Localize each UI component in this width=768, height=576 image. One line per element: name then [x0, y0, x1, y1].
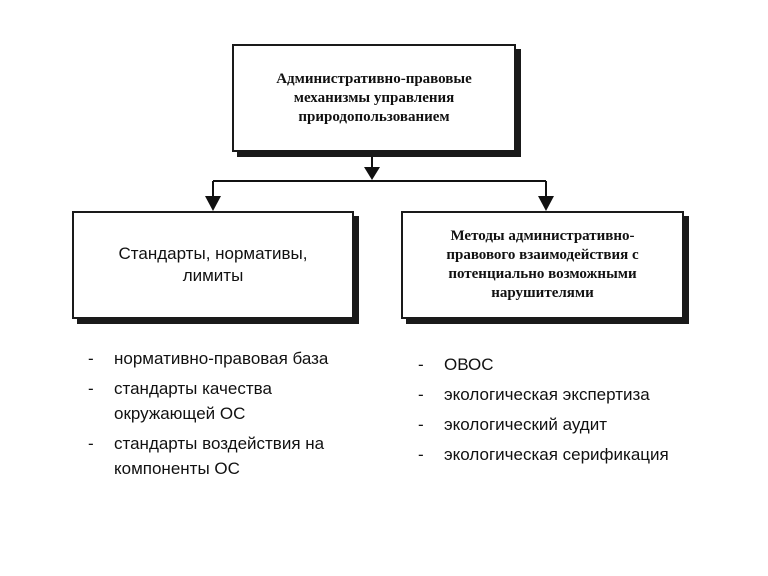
list-item: - экологическая экспертиза: [418, 382, 688, 407]
dash-bullet: -: [88, 379, 94, 398]
list-item-text: стандарты воздействия на компоненты ОС: [114, 434, 325, 478]
left-arrowhead: [205, 196, 221, 211]
list-item-text: нормативно-правовая база: [114, 349, 329, 368]
list-item: - экологическая серификация: [418, 442, 688, 467]
list-item: - ОВОС: [418, 352, 688, 377]
left-list: - нормативно-правовая база - стандарты к…: [88, 346, 358, 486]
list-item-text: ОВОС: [444, 355, 494, 374]
list-item-text: экологический аудит: [444, 415, 608, 434]
dash-bullet: -: [418, 355, 424, 374]
right-box: Методы административно- правового взаимо…: [401, 211, 684, 319]
trunk-arrowhead: [364, 167, 380, 180]
list-item: - экологический аудит: [418, 412, 688, 437]
list-item: - нормативно-правовая база: [88, 346, 358, 371]
dash-bullet: -: [88, 434, 94, 453]
right-arrowhead: [538, 196, 554, 211]
list-item-text: стандарты качества окружающей ОС: [114, 379, 272, 423]
dash-bullet: -: [418, 385, 424, 404]
top-box: Административно-правовые механизмы управ…: [232, 44, 516, 152]
list-item: - стандарты качества окружающей ОС: [88, 376, 358, 426]
dash-bullet: -: [88, 349, 94, 368]
left-box-text: Стандарты, нормативы, лимиты: [118, 244, 308, 285]
right-box-text: Методы административно- правового взаимо…: [446, 228, 639, 301]
top-box-text: Административно-правовые механизмы управ…: [276, 70, 472, 125]
list-item: - стандарты воздействия на компоненты ОС: [88, 431, 358, 481]
left-box: Стандарты, нормативы, лимиты: [72, 211, 354, 319]
dash-bullet: -: [418, 445, 424, 464]
list-item-text: экологическая экспертиза: [444, 385, 650, 404]
right-list: - ОВОС - экологическая экспертиза - экол…: [418, 352, 688, 472]
dash-bullet: -: [418, 415, 424, 434]
list-item-text: экологическая серификация: [444, 445, 669, 464]
